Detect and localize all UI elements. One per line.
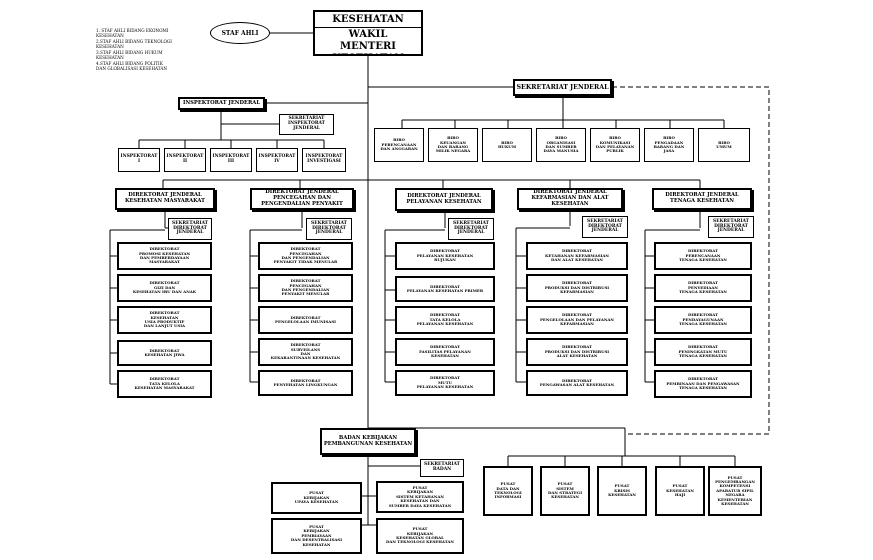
ditjen-kefarmasian: DIREKTORAT JENDERAL KEFARMASIAN DAN ALAT… (517, 188, 623, 210)
sekretariat-ditjen: SEKRETARIAT DIREKTORAT JENDERAL (448, 218, 494, 240)
direktorat-box: DIREKTORAT PENGELOLAAN IMUNISASI (258, 306, 353, 334)
direktorat-box: DIREKTORAT KETAHANAN KEFARMASIAN DAN ALA… (526, 242, 628, 270)
direktorat-box: DIREKTORAT TATA KELOLA KESEHATAN MASYARA… (117, 370, 212, 398)
ditjen-kesehatan-masyarakat: DIREKTORAT JENDERAL KESEHATAN MASYARAKAT (115, 188, 215, 210)
note-item: 1. STAF AHLI BIDANG EKONOMI KESEHATAN (96, 28, 169, 39)
note-item: 4.STAF AHLI BIDANG POLITIK DAN GLOBALISA… (96, 60, 168, 72)
note-item: 2.STAF AHLI BIDANG TEKNOLOGI KESEHATAN (96, 38, 172, 50)
direktorat-box: DIREKTORAT FASILITAS PELAYANAN KESEHATAN (395, 338, 495, 366)
biro-box: BIRO UMUM (698, 128, 750, 162)
pusat-kebijakan-box: PUSAT KEBIJAKAN UPAYA KESEHATAN (271, 482, 362, 514)
direktorat-box: DIREKTORAT PENCEGAHAN DAN PENGENDALIAN P… (258, 274, 353, 302)
sekretariat-ditjen: SEKRETARIAT DIREKTORAT JENDERAL (708, 216, 754, 238)
note-item: 3.STAF AHLI BIDANG HUKUM KESEHATAN (96, 49, 163, 61)
pusat-kebijakan-box: PUSAT KEBIJAKAN SISTEM KETAHANAN KESEHAT… (376, 481, 464, 513)
biro-box: BIRO HUKUM (482, 128, 532, 162)
sekretariat-ditjen: SEKRETARIAT DIREKTORAT JENDERAL (306, 218, 352, 240)
biro-box: BIRO ORGANISASI DAN SUMBER DAYA MANUSIA (536, 128, 586, 162)
pusat-box: PUSAT KESEHATAN HAJI (655, 466, 705, 516)
direktorat-box: DIREKTORAT TATA KELOLA PELAYANAN KESEHAT… (395, 306, 495, 334)
inspektorat-box: INSPEKTORAT IV (256, 148, 298, 172)
staf-ahli-oval: STAF AHLI (210, 22, 270, 44)
badan-kebijakan: BADAN KEBIJAKAN PEMBANGUNAN KESEHATAN (320, 428, 416, 455)
direktorat-box: DIREKTORAT PRODUKSI DAN DISTRIBUSI KEFAR… (526, 274, 628, 302)
direktorat-box: DIREKTORAT PELAYANAN KESEHATAN PRIMER (395, 276, 495, 302)
ditjen-pencegahan-penyakit: DIREKTORAT JENDERAL PENCEGAHAN DAN PENGE… (250, 188, 354, 210)
inspektorat-box: INSPEKTORAT INVESTIGASI (302, 148, 346, 172)
direktorat-box: DIREKTORAT PRODUKSI DAN DISTRIBUSI ALAT … (526, 338, 628, 366)
biro-box: BIRO KOMUNIKASI DAN PELAYANAN PUBLIK (590, 128, 640, 162)
biro-box: BIRO KEUANGAN DAN BARANG MILIK NEGARA (428, 128, 478, 162)
direktorat-box: DIREKTORAT PENYEDIAAN TENAGA KESEHATAN (654, 274, 752, 302)
menteri-box: MENTERI KESEHATAN WAKIL MENTERI KESEHATA… (313, 10, 423, 56)
pusat-box: PUSAT KRISIS KESEHATAN (597, 466, 647, 516)
menteri-title: MENTERI KESEHATAN (315, 12, 421, 28)
direktorat-box: DIREKTORAT PENGAWASAN ALAT KESEHATAN (526, 370, 628, 396)
sekretariat-jenderal: SEKRETARIAT JENDERAL (513, 79, 612, 96)
sekretariat-badan: SEKRETARIAT BADAN (420, 459, 464, 477)
direktorat-box: DIREKTORAT PELAYANAN KESEHATAN RUJUKAN (395, 242, 495, 270)
direktorat-box: DIREKTORAT PERENCANAAN TENAGA KESEHATAN (654, 242, 752, 270)
ditjen-tenaga-kesehatan: DIREKTORAT JENDERAL TENAGA KESEHATAN (652, 188, 752, 210)
pusat-box: PUSAT SISTEM DAN STRATEGI KESEHATAN (540, 466, 590, 516)
direktorat-box: DIREKTORAT MUTU PELAYANAN KESEHATAN (395, 370, 495, 396)
inspektorat-box: INSPEKTORAT III (210, 148, 252, 172)
wakil-menteri-title: WAKIL MENTERI KESEHATAN (332, 28, 404, 55)
direktorat-box: DIREKTORAT PENYEHATAN LINGKUNGAN (258, 370, 353, 396)
pusat-box: PUSAT PENGEMBANGAN KOMPETENSI APARATUR S… (708, 466, 762, 516)
biro-box: BIRO PERENCANAAN DAN ANGGARAN (374, 128, 424, 162)
pusat-kebijakan-box: PUSAT KEBIJAKAN PEMBIAYAAN DAN DESENTRAL… (271, 518, 362, 554)
biro-box: BIRO PENGADAAN BARANG DAN JASA (644, 128, 694, 162)
direktorat-box: DIREKTORAT KESEHATAN JIWA (117, 340, 212, 366)
direktorat-box: DIREKTORAT KESEHATAN USIA PRODUKTIF DAN … (117, 306, 212, 334)
sekretariat-inspektorat: SEKRETARIAT INSPEKTORAT JENDERAL (279, 114, 334, 135)
sekretariat-ditjen: SEKRETARIAT DIREKTORAT JENDERAL (168, 218, 212, 240)
ditjen-pelayanan-kesehatan: DIREKTORAT JENDERAL PELAYANAN KESEHATAN (395, 188, 493, 211)
inspektorat-jenderal: INSPEKTORAT JENDERAL (178, 97, 265, 110)
direktorat-box: DIREKTORAT PENDAYAGUNAAN TENAGA KESEHATA… (654, 306, 752, 334)
direktorat-box: DIREKTORAT PENINGKATAN MUTU TENAGA KESEH… (654, 338, 752, 366)
staf-ahli-notes: 1. STAF AHLI BIDANG EKONOMI KESEHATAN 2.… (96, 28, 186, 72)
direktorat-box: DIREKTORAT GIZI DAN KESEHATAN IBU DAN AN… (117, 274, 212, 302)
direktorat-box: DIREKTORAT PENGELOLAAN DAN PELAYANAN KEF… (526, 306, 628, 334)
direktorat-box: DIREKTORAT PENCEGAHAN DAN PENGENDALIAN P… (258, 242, 353, 270)
pusat-kebijakan-box: PUSAT KEBIJAKAN KESEHATAN GLOBAL DAN TEK… (376, 518, 464, 554)
direktorat-box: DIREKTORAT PEMBINAAN DAN PENGAWASAN TENA… (654, 370, 752, 398)
sekretariat-ditjen: SEKRETARIAT DIREKTORAT JENDERAL (582, 216, 628, 238)
direktorat-box: DIREKTORAT PROMOSI KESEHATAN DAN PEMBERD… (117, 242, 212, 270)
inspektorat-box: INSPEKTORAT I (118, 148, 160, 172)
direktorat-box: DIREKTORAT SURVEILANS DAN KEKARANTINAAN … (258, 338, 353, 366)
inspektorat-box: INSPEKTORAT II (164, 148, 206, 172)
pusat-box: PUSAT DATA DAN TEKNOLOGI INFORMASI (483, 466, 533, 516)
